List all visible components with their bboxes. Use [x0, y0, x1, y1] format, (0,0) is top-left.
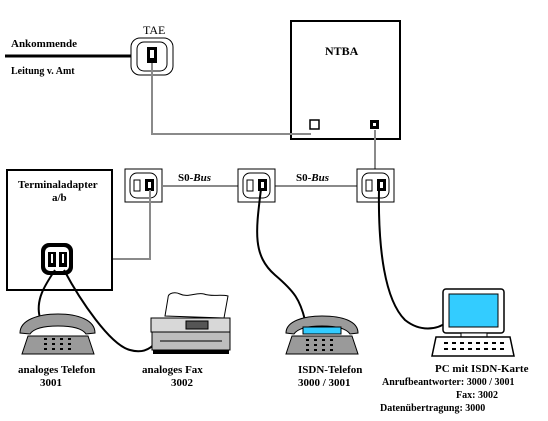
tae-label: TAE	[143, 23, 165, 37]
phone-cord	[37, 269, 56, 319]
incoming-line-label-2: Leitung v. Amt	[11, 66, 75, 77]
s0-socket-3-icon	[356, 168, 395, 203]
analog-telephone-icon	[19, 313, 96, 355]
pc-label-2: Anrufbeantworter: 3000 / 3001	[382, 377, 514, 388]
isdn-phone-label-2: 3000 / 3001	[298, 377, 351, 389]
tae-ntba-cable	[151, 63, 311, 135]
terminal-adapter-label-2: a/b	[52, 192, 67, 204]
isdn-phone-cord	[256, 188, 306, 321]
s0-bus-left-label: S0-Bus	[178, 172, 211, 184]
isdn-phone-label-1: ISDN-Telefon	[298, 364, 362, 376]
s0-socket-1-icon	[124, 168, 163, 203]
incoming-line-label-1: Ankommende	[11, 38, 77, 50]
ab-socket-icon	[41, 243, 73, 275]
terminal-adapter-label-1: Terminaladapter	[18, 179, 98, 191]
ntba-box	[290, 20, 401, 140]
analog-fax-label-2: 3002	[171, 377, 194, 389]
computer-icon	[431, 288, 515, 357]
pc-cord	[377, 188, 448, 330]
analog-phone-label-2: 3001	[40, 377, 62, 389]
isdn-telephone-icon	[285, 315, 359, 355]
ta-s0-cable	[113, 190, 151, 260]
ntba-port-left	[309, 119, 320, 130]
ntba-label: NTBA	[325, 44, 359, 58]
analog-fax-label-1: analoges Fax	[142, 364, 203, 376]
s0-socket-2-icon	[237, 168, 276, 203]
pc-label-4: Datenübertragung: 3000	[380, 403, 485, 414]
pc-label-3: Fax: 3002	[456, 390, 498, 401]
tae-socket-icon	[130, 37, 174, 76]
pc-label-1: PC mit ISDN-Karte	[435, 363, 529, 375]
fax-machine-icon	[150, 292, 231, 354]
s0-bus-right-label: S0-Bus	[296, 172, 329, 184]
analog-phone-label-1: analoges Telefon	[18, 364, 95, 376]
